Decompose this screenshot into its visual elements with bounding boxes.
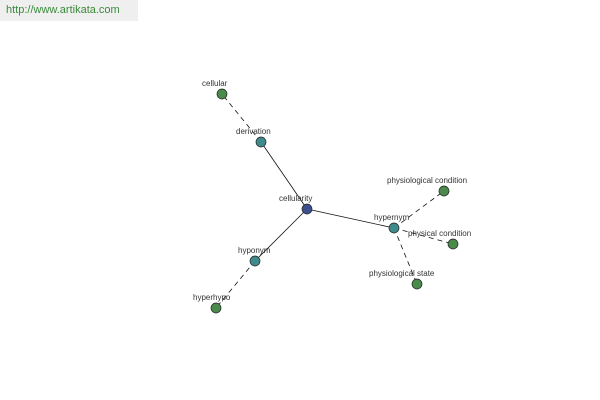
edge-derivation-cellular xyxy=(221,93,262,143)
node-physical-condition[interactable] xyxy=(447,238,459,250)
label-derivation: derivation xyxy=(236,127,271,136)
edge-hyponym-hyperhypo xyxy=(215,260,256,309)
edge-cellularity-hypernym xyxy=(306,208,395,229)
site-url-link[interactable]: http://www.artikata.com xyxy=(0,0,138,21)
node-cellular[interactable] xyxy=(216,88,228,100)
edge-hypernym-physiological-condition xyxy=(393,190,445,229)
node-physiological-state[interactable] xyxy=(411,278,423,290)
edge-cellularity-hyponym xyxy=(254,208,308,262)
node-hypernym[interactable] xyxy=(388,222,400,234)
label-physiological-state: physiological state xyxy=(369,269,435,278)
edge-hypernym-physiological-state xyxy=(393,227,418,285)
label-hyperhypo: hyperhypo xyxy=(193,293,231,302)
node-derivation[interactable] xyxy=(255,136,267,148)
node-hyponym[interactable] xyxy=(249,255,261,267)
label-physical-condition: physical condition xyxy=(408,229,471,238)
label-hyponym: hyponym xyxy=(238,246,271,255)
label-cellularity: cellularity xyxy=(279,194,312,203)
label-physiological-condition: physiological condition xyxy=(387,176,467,185)
label-hypernym: hypernym xyxy=(374,213,409,222)
node-physiological-condition[interactable] xyxy=(438,185,450,197)
node-hyperhypo[interactable] xyxy=(210,302,222,314)
edge-hypernym-physical-condition xyxy=(393,227,454,245)
node-cellularity[interactable] xyxy=(301,203,313,215)
label-cellular: cellular xyxy=(202,79,228,88)
edge-cellularity-derivation xyxy=(260,141,308,210)
